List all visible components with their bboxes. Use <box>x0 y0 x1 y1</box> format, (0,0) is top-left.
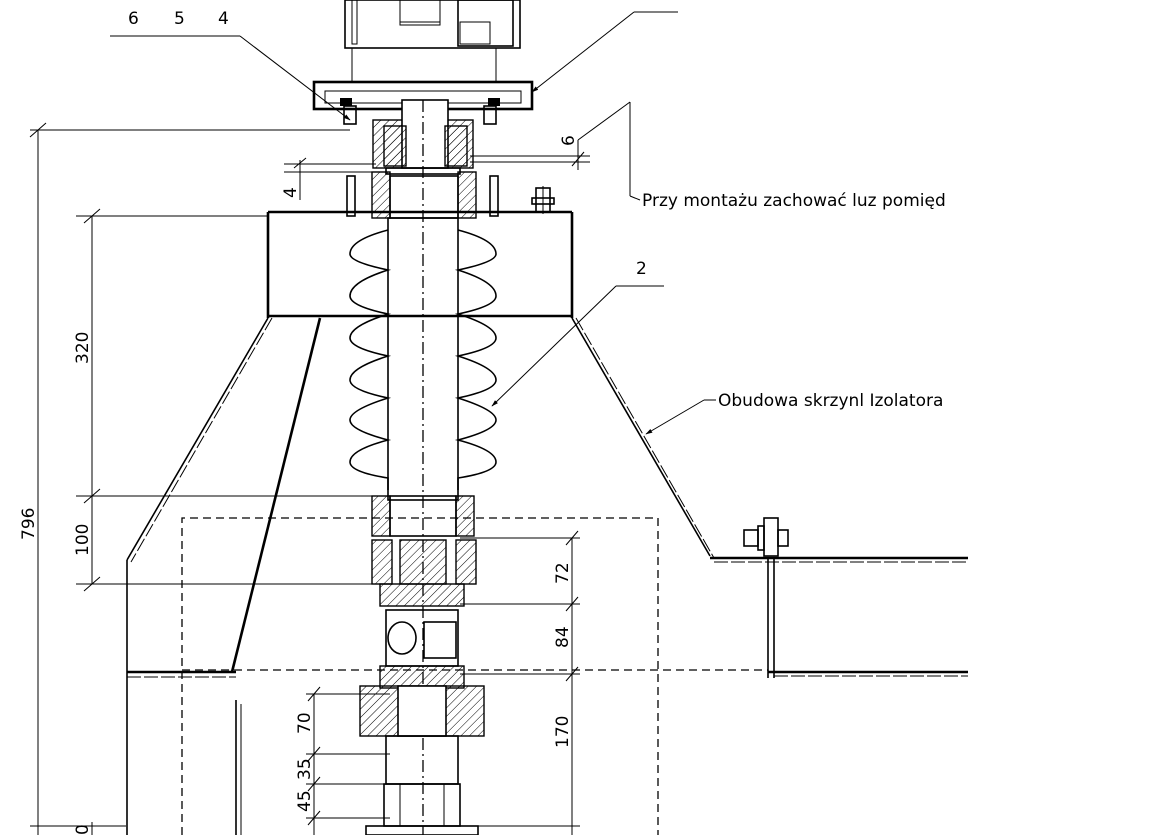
dimension-lines <box>29 122 590 835</box>
lower-coupling <box>359 495 485 835</box>
callout-labels: 6 5 4 2 <box>128 9 647 279</box>
insulator-housing <box>126 210 968 835</box>
dim-796: 796 <box>19 508 39 540</box>
dashed-envelope <box>181 517 768 835</box>
dim-72: 72 <box>553 562 573 584</box>
housing-note: Obudowa skrzynl Izolatora <box>718 391 943 411</box>
bolt-top-right <box>531 186 555 214</box>
dim-45: 45 <box>295 790 315 812</box>
notes: Przy montażu zachować luz pomięd Obudowa… <box>642 191 946 411</box>
dim-6: 6 <box>559 135 579 146</box>
callout-6: 6 <box>128 9 139 29</box>
dim-70: 70 <box>295 712 315 734</box>
top-drive-unit <box>344 0 521 82</box>
mounting-note: Przy montażu zachować luz pomięd <box>642 191 946 211</box>
dimension-labels: 796 320 100 4 6 72 84 170 70 35 45 0 <box>19 135 579 835</box>
leader-lines <box>110 11 716 435</box>
dim-35: 35 <box>295 758 315 780</box>
callout-2: 2 <box>636 259 647 279</box>
dim-0-partial: 0 <box>73 824 93 835</box>
callout-5: 5 <box>174 9 185 29</box>
dim-320: 320 <box>73 332 93 364</box>
dim-170: 170 <box>553 716 573 748</box>
dim-4: 4 <box>281 187 301 198</box>
dim-84: 84 <box>553 626 573 648</box>
insulator-body <box>349 100 497 835</box>
dim-100: 100 <box>73 524 93 556</box>
callout-4: 4 <box>218 9 229 29</box>
